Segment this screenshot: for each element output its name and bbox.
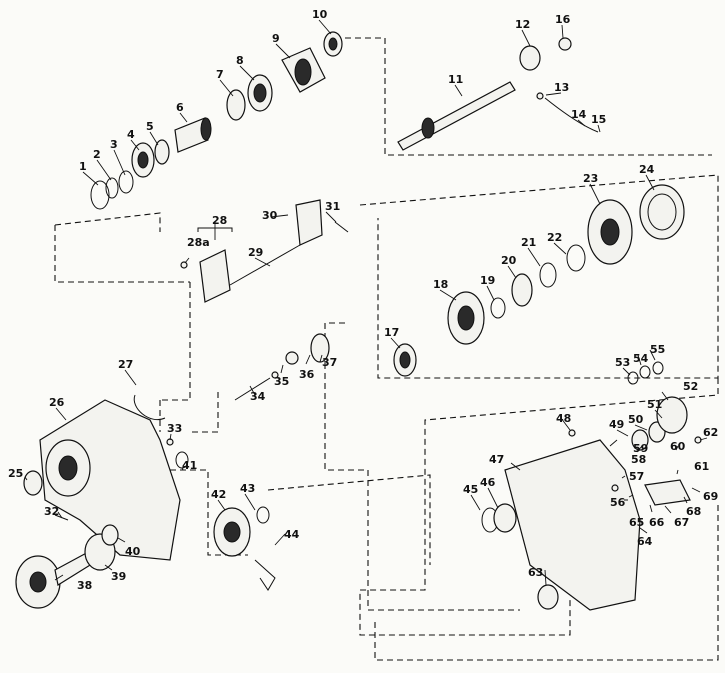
callout-24: 24 <box>639 163 655 176</box>
callout-60: 60 <box>670 440 686 453</box>
callout-68: 68 <box>686 505 701 518</box>
callout-58: 58 <box>631 453 646 466</box>
callout-23: 23 <box>583 172 598 185</box>
callout-65: 65 <box>629 516 644 529</box>
callout-30: 30 <box>262 209 278 222</box>
callout-61: 61 <box>694 460 709 473</box>
callout-31: 31 <box>325 200 340 213</box>
callout-66: 66 <box>649 516 665 529</box>
callout-33: 33 <box>167 422 182 435</box>
callout-28a: 28a <box>187 236 210 249</box>
callout-36: 36 <box>299 368 315 381</box>
callout-4: 4 <box>127 128 135 141</box>
callout-5: 5 <box>146 120 154 133</box>
callout-53: 53 <box>615 356 630 369</box>
callout-39: 39 <box>111 570 126 583</box>
output-parts <box>15 451 276 609</box>
callout-8: 8 <box>236 54 244 67</box>
gear-group <box>393 184 685 377</box>
callout-42: 42 <box>211 488 226 501</box>
callout-40: 40 <box>125 545 141 558</box>
callout-20: 20 <box>501 254 517 267</box>
callout-51: 51 <box>647 398 662 411</box>
callout-44: 44 <box>284 528 300 541</box>
callout-62: 62 <box>703 426 718 439</box>
shift-fork-parts <box>180 199 349 401</box>
bracket-28 <box>197 227 233 232</box>
callout-19: 19 <box>480 274 495 287</box>
callout-47: 47 <box>489 453 504 466</box>
callout-27: 27 <box>118 358 133 371</box>
callout-52: 52 <box>683 380 698 393</box>
callout-26: 26 <box>49 396 65 409</box>
callout-6: 6 <box>176 101 184 114</box>
top-shaft-parts <box>90 31 343 210</box>
callout-63: 63 <box>528 566 543 579</box>
callout-48: 48 <box>556 412 571 425</box>
callout-17: 17 <box>384 326 399 339</box>
callout-11: 11 <box>448 73 463 86</box>
callout-9: 9 <box>272 32 280 45</box>
callout-1: 1 <box>79 160 87 173</box>
callout-12: 12 <box>515 18 530 31</box>
callout-29: 29 <box>248 246 263 259</box>
callout-55: 55 <box>650 343 665 356</box>
callout-69: 69 <box>703 490 718 503</box>
callout-46: 46 <box>480 476 496 489</box>
rear-case <box>481 361 702 611</box>
callout-22: 22 <box>547 231 562 244</box>
callout-35: 35 <box>274 375 289 388</box>
callout-56: 56 <box>610 496 626 509</box>
callout-38: 38 <box>77 579 92 592</box>
callout-57: 57 <box>629 470 644 483</box>
callout-28: 28 <box>212 214 227 227</box>
callout-32: 32 <box>44 505 59 518</box>
callout-10: 10 <box>312 8 328 21</box>
callout-25: 25 <box>8 467 23 480</box>
callout-3: 3 <box>110 138 118 151</box>
callout-59: 59 <box>633 442 648 455</box>
callout-18: 18 <box>433 278 448 291</box>
callout-labels: 1 2 3 4 5 6 7 8 9 10 11 12 13 14 15 16 1… <box>8 8 718 592</box>
callout-16: 16 <box>555 13 571 26</box>
callout-54: 54 <box>633 352 649 365</box>
callout-15: 15 <box>591 113 606 126</box>
callout-45: 45 <box>463 483 478 496</box>
callout-21: 21 <box>521 236 536 249</box>
callout-2: 2 <box>93 148 101 161</box>
front-case <box>23 394 181 561</box>
upper-right-shaft <box>397 37 599 151</box>
callout-64: 64 <box>637 535 653 548</box>
callout-14: 14 <box>571 108 587 121</box>
callout-67: 67 <box>674 516 689 529</box>
leader-lines <box>24 19 708 586</box>
callout-49: 49 <box>609 418 624 431</box>
callout-13: 13 <box>554 81 569 94</box>
callout-7: 7 <box>216 68 224 81</box>
callout-50: 50 <box>628 413 644 426</box>
callout-34: 34 <box>250 390 266 403</box>
callout-41: 41 <box>182 459 197 472</box>
callout-43: 43 <box>240 482 255 495</box>
callout-37: 37 <box>322 356 337 369</box>
